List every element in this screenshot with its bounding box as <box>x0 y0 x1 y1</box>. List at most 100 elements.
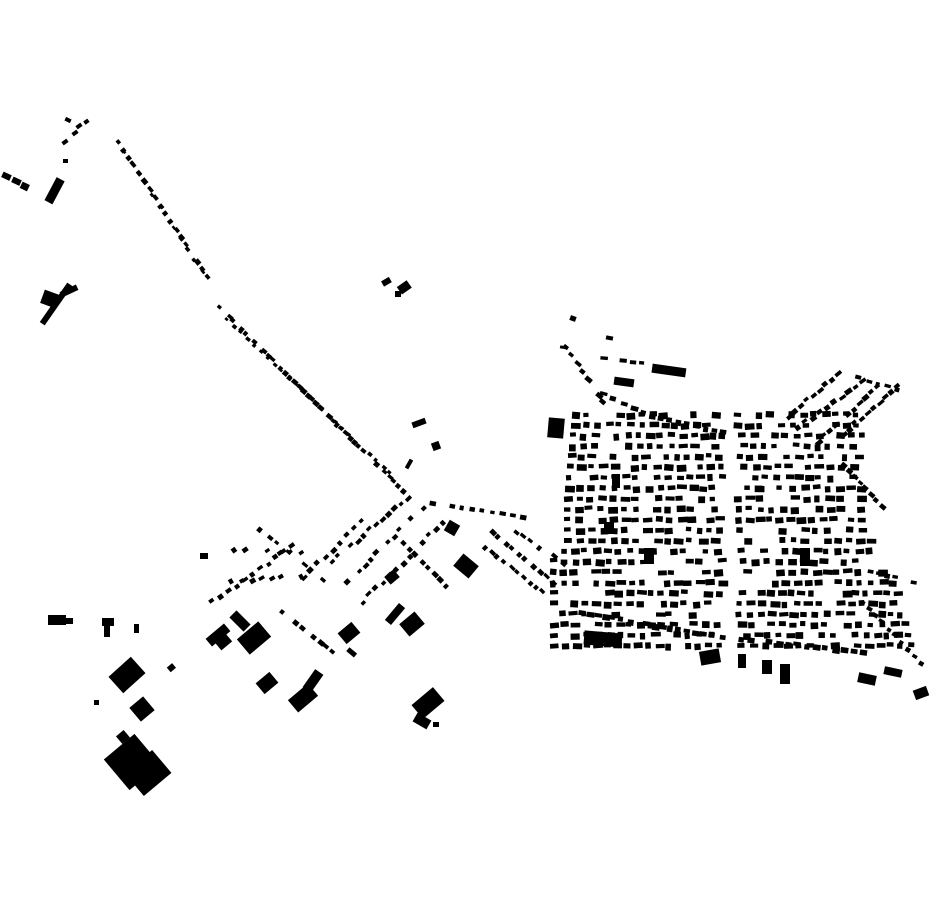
building <box>519 532 527 540</box>
building <box>565 474 572 481</box>
building <box>208 597 215 604</box>
building <box>258 575 265 582</box>
building <box>83 118 90 125</box>
building <box>489 510 495 515</box>
building <box>614 548 622 555</box>
building <box>594 422 601 429</box>
building <box>279 608 285 615</box>
building <box>576 496 583 501</box>
building <box>669 548 678 556</box>
building <box>851 631 859 638</box>
building <box>786 516 796 523</box>
building <box>910 580 917 585</box>
building <box>858 527 868 533</box>
building <box>419 559 427 566</box>
building <box>453 553 479 579</box>
building <box>714 454 723 461</box>
building <box>617 616 624 622</box>
building <box>610 463 621 470</box>
building <box>319 407 325 412</box>
building <box>857 479 864 486</box>
building <box>613 433 620 441</box>
building <box>664 475 672 481</box>
building <box>614 590 624 598</box>
building <box>570 548 580 555</box>
building <box>479 508 485 513</box>
building <box>792 442 800 447</box>
building <box>854 454 864 460</box>
building <box>500 558 507 565</box>
building <box>664 506 671 514</box>
building <box>790 507 800 515</box>
building <box>624 442 633 450</box>
building <box>251 343 257 349</box>
building <box>108 656 146 694</box>
building <box>827 475 834 483</box>
building <box>819 517 828 522</box>
building <box>644 548 654 564</box>
building <box>676 464 687 473</box>
building <box>703 600 712 605</box>
building <box>591 442 599 449</box>
building <box>787 589 795 597</box>
building <box>736 600 742 606</box>
building <box>876 399 885 407</box>
building <box>648 413 656 420</box>
building <box>399 487 407 495</box>
building <box>136 171 142 177</box>
building <box>298 549 305 556</box>
building <box>561 580 567 586</box>
building <box>598 463 609 469</box>
central-settlement <box>329 495 568 606</box>
building <box>843 387 853 396</box>
building <box>800 620 806 627</box>
building <box>329 558 336 565</box>
building <box>75 122 83 130</box>
building <box>570 422 581 429</box>
building <box>866 538 877 544</box>
building <box>744 538 753 545</box>
building <box>326 413 332 418</box>
building <box>592 547 602 555</box>
building <box>628 559 635 566</box>
building <box>804 464 812 470</box>
building <box>756 422 763 430</box>
building <box>735 611 742 618</box>
building <box>560 621 569 628</box>
building <box>285 549 292 556</box>
building <box>790 407 799 416</box>
building <box>583 421 590 429</box>
building <box>822 410 831 418</box>
building <box>639 409 647 416</box>
building <box>494 533 501 541</box>
building <box>230 546 238 554</box>
building <box>663 580 671 588</box>
building <box>319 576 327 583</box>
building <box>716 527 723 534</box>
building <box>343 531 350 538</box>
building <box>717 557 727 563</box>
building <box>603 601 612 609</box>
building <box>157 204 163 210</box>
building <box>775 559 784 566</box>
building <box>481 544 489 552</box>
building <box>765 411 775 418</box>
building <box>277 573 284 580</box>
building <box>599 484 606 491</box>
building <box>563 507 571 512</box>
building <box>166 663 176 673</box>
building <box>821 644 828 651</box>
building <box>407 515 414 522</box>
building <box>657 415 664 422</box>
building <box>757 453 768 461</box>
building <box>842 590 853 598</box>
building <box>166 218 174 225</box>
building <box>826 507 836 513</box>
building <box>801 527 811 533</box>
building <box>346 432 352 438</box>
building <box>650 631 661 637</box>
building <box>794 424 802 432</box>
building <box>248 577 257 585</box>
building <box>278 368 284 373</box>
building <box>713 569 724 577</box>
